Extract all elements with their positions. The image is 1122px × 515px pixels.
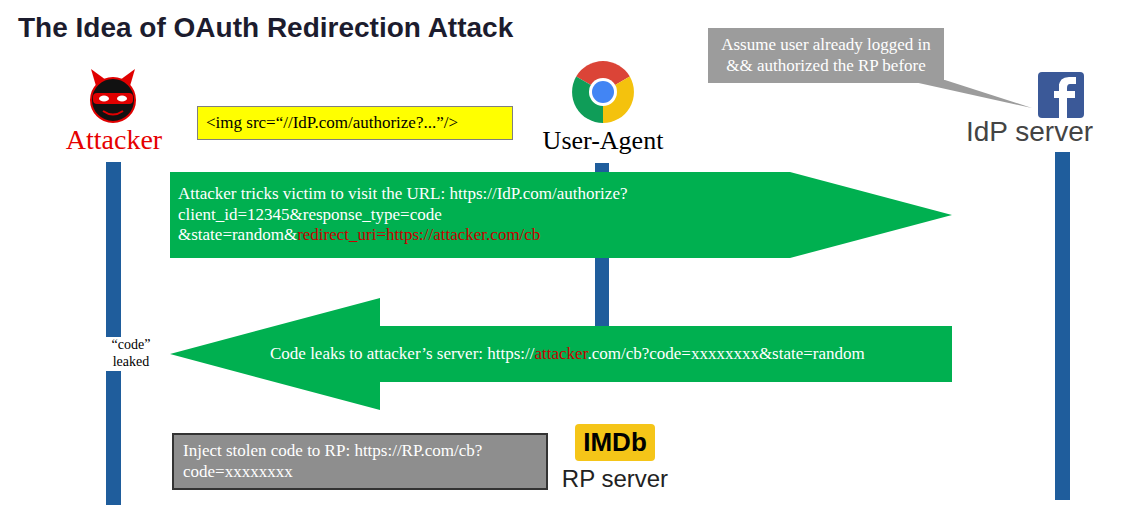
note-callout-text: Assume user already logged in && authori…	[716, 34, 936, 77]
flow-arrow	[170, 298, 952, 410]
arrow-label: Attacker tricks victim to visit the URL:…	[178, 184, 758, 245]
rp-actor: IMDb RP server	[550, 424, 680, 494]
arrow-label: Code leaks to attacker’s server: https:/…	[270, 344, 865, 364]
facebook-stem	[1059, 84, 1067, 118]
facebook-bar	[1054, 91, 1075, 98]
note-label: “code” leaked	[99, 337, 163, 371]
user-agent-actor: User-Agent	[533, 60, 673, 156]
eye	[99, 96, 109, 102]
idp-actor-text: IdP server	[952, 116, 1107, 148]
rp-actor-text: IMDb	[575, 424, 655, 461]
note-callout: Assume user already logged in && authori…	[708, 28, 944, 83]
inject-box-text: Inject stolen code to RP: https://RP.com…	[183, 440, 537, 483]
attacker-lifeline	[106, 162, 121, 505]
facebook-square	[1038, 72, 1084, 118]
facebook-icon	[1038, 72, 1084, 118]
callout-pointer	[905, 80, 1032, 108]
chrome-ring	[589, 78, 617, 106]
facebook-cap	[1059, 77, 1076, 88]
head	[91, 78, 135, 122]
mask	[93, 93, 133, 104]
idp-lifeline	[1055, 152, 1070, 500]
attacker-icon	[91, 69, 135, 122]
code-box: <img src=“//IdP.com/authorize?...”/>	[197, 106, 513, 140]
grin	[103, 111, 123, 115]
chrome-icon	[572, 61, 634, 123]
inject-box: Inject stolen code to RP: https://RP.com…	[172, 433, 548, 490]
user-agent-actor-text: User-Agent	[533, 126, 673, 156]
idp-actor: IdP server	[952, 70, 1107, 505]
diagram-title: The Idea of OAuth Redirection Attack	[18, 12, 513, 44]
flow-arrow	[170, 172, 952, 258]
rp-actor-text: RP server	[550, 465, 680, 494]
attacker-actor: Attacker	[58, 72, 170, 505]
eye	[117, 96, 127, 102]
chrome-center	[592, 81, 614, 103]
attacker-actor-text: Attacker	[58, 124, 170, 156]
code-box-text: <img src=“//IdP.com/authorize?...”/>	[206, 113, 504, 133]
